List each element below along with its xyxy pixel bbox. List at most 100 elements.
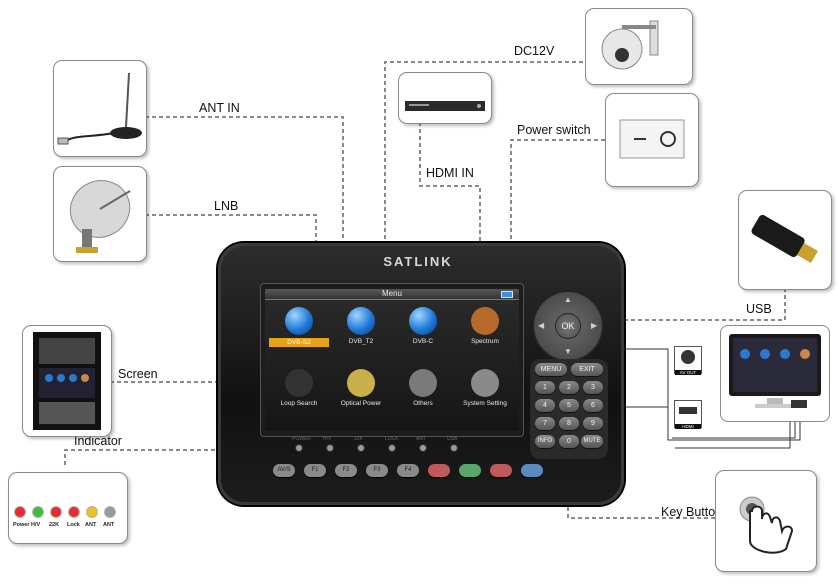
function-key[interactable]: F2	[335, 464, 357, 477]
dpad[interactable]: ▲ ▼ ◀ ▶ OK	[534, 292, 602, 360]
app-label: Loop Search	[280, 400, 318, 407]
function-key[interactable]: F3	[366, 464, 388, 477]
indicator-dot-label: 22K	[49, 522, 60, 528]
indicator-dot	[87, 507, 97, 517]
app-tile[interactable]: DVB-S2	[269, 307, 329, 347]
screen-label: Screen	[118, 367, 158, 381]
av-out-box: AV OUT	[674, 346, 702, 375]
indicator-dot	[51, 507, 61, 517]
digit-key[interactable]: 9	[583, 417, 603, 430]
app-icon	[285, 307, 313, 335]
indicator-dot	[33, 507, 43, 517]
digit-key[interactable]: 4	[535, 399, 555, 412]
indicator-dot-label: Lock	[67, 522, 80, 528]
usb-stick-icon	[751, 214, 818, 264]
digit-key[interactable]: 1	[535, 381, 555, 394]
right-arrow-icon[interactable]: ▶	[591, 321, 598, 330]
usb-label: USB	[746, 302, 772, 316]
app-tile[interactable]: Others	[393, 369, 453, 407]
power-switch-icon	[619, 119, 685, 159]
lnb-line	[145, 214, 317, 250]
digit-key[interactable]: 6	[583, 399, 603, 412]
dish-thumbnail	[53, 166, 147, 262]
down-arrow-icon[interactable]: ▼	[564, 347, 572, 356]
app-icon	[409, 369, 437, 397]
ok-button[interactable]: OK	[556, 314, 580, 338]
digit-key[interactable]: 0	[559, 435, 579, 448]
indicator-line	[64, 449, 270, 465]
power-switch-thumbnail	[605, 93, 699, 187]
lnb-label: LNB	[214, 199, 239, 213]
led-label: LOCK	[385, 436, 399, 442]
led-indicator	[296, 445, 302, 451]
info-key[interactable]: INFO	[535, 435, 555, 448]
led-label: 22K	[354, 436, 363, 442]
usb-thumbnail	[738, 190, 832, 290]
hdmi-in-line	[419, 122, 481, 250]
camera-thumbnail	[585, 8, 693, 85]
app-icon	[347, 369, 375, 397]
app-tile[interactable]: DVB-C	[393, 307, 453, 345]
hdmi-box: HDMI	[674, 400, 702, 429]
satellite-dish-icon	[69, 180, 131, 253]
app-tile[interactable]: DVB_T2	[331, 307, 391, 345]
indicator-dot	[69, 507, 79, 517]
hdmi-port-icon	[679, 407, 697, 414]
av-out-icon	[681, 350, 695, 364]
led-indicator	[389, 445, 395, 451]
tv-thumbnail	[720, 325, 830, 422]
app-tile[interactable]: System Setting	[455, 369, 515, 407]
function-key[interactable]: F4	[397, 464, 419, 477]
function-key[interactable]: AV/S	[273, 464, 295, 477]
function-key[interactable]	[490, 464, 512, 477]
app-icon	[285, 369, 313, 397]
film-strip-icon	[33, 332, 101, 430]
app-icon	[409, 307, 437, 335]
key-button-thumbnail	[715, 470, 817, 572]
monitor-icon	[729, 334, 821, 408]
hdmi-label: HDMI	[675, 424, 701, 429]
app-label: Optical Power	[340, 400, 382, 407]
app-tile[interactable]: Spectrum	[455, 307, 515, 345]
led-indicator	[451, 445, 457, 451]
battery-icon	[501, 291, 513, 298]
digit-key[interactable]: 2	[559, 381, 579, 394]
indicator-dot-label: H/V	[31, 522, 41, 528]
screen-thumbnail	[22, 325, 112, 437]
key-button-label: Key Button	[661, 505, 723, 519]
function-key[interactable]: F1	[304, 464, 326, 477]
dc12v-line	[384, 61, 583, 250]
ant-in-line	[145, 116, 344, 250]
function-key[interactable]	[459, 464, 481, 477]
function-key[interactable]	[521, 464, 543, 477]
exit-key[interactable]: EXIT	[571, 363, 603, 376]
left-arrow-icon[interactable]: ◀	[538, 321, 545, 330]
hdmi-source-thumbnail	[398, 72, 492, 124]
app-tile[interactable]: Loop Search	[269, 369, 329, 407]
ant-in-label: ANT IN	[199, 101, 240, 115]
set-top-box-icon	[405, 101, 485, 111]
indicator-label: Indicator	[74, 434, 122, 448]
digit-key[interactable]: 5	[559, 399, 579, 412]
menu-key[interactable]: MENU	[535, 363, 567, 376]
app-label: DVB_T2	[348, 338, 374, 345]
digit-key[interactable]: 8	[559, 417, 579, 430]
app-tile[interactable]: Optical Power	[331, 369, 391, 407]
app-label: Spectrum	[471, 338, 499, 345]
indicator-dot-label: Power	[13, 522, 30, 528]
led-label: ANT	[416, 436, 426, 442]
app-icon	[471, 369, 499, 397]
led-label: USB	[447, 436, 458, 442]
function-key[interactable]	[428, 464, 450, 477]
digit-key[interactable]: 7	[535, 417, 555, 430]
digit-key[interactable]: 3	[583, 381, 603, 394]
app-label: System Setting	[463, 400, 507, 407]
mute-key[interactable]: MUTE	[581, 435, 603, 448]
av-out-label: AV OUT	[675, 370, 701, 375]
menu-title: Menu	[381, 289, 402, 298]
up-arrow-icon[interactable]: ▲	[564, 295, 572, 304]
